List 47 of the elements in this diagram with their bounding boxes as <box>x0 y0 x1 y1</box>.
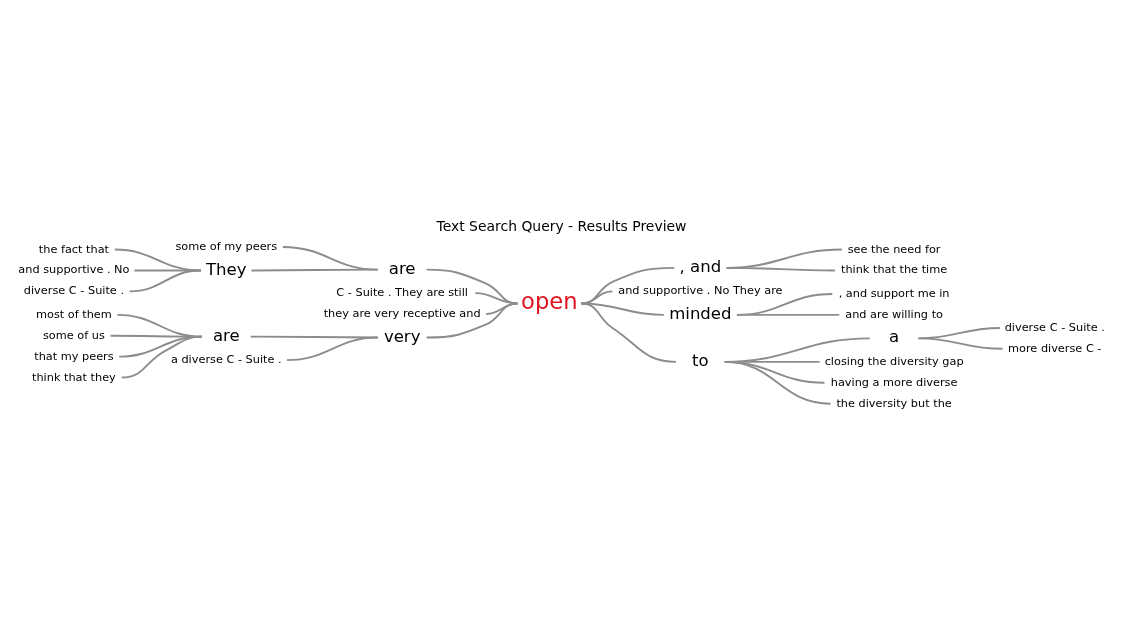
node-text: a <box>889 327 900 347</box>
node-text: open <box>521 288 578 315</box>
node-text: , and <box>679 256 722 276</box>
node-text: see the need for <box>847 242 941 256</box>
node-text: C - Suite . They are still <box>336 286 468 300</box>
connector <box>425 302 519 339</box>
node-text: the diversity but the <box>836 396 952 410</box>
node-text: and are willing to <box>845 307 943 321</box>
node-text: think that they <box>32 370 116 384</box>
connector <box>285 336 379 362</box>
connector <box>580 266 676 305</box>
connector <box>580 302 677 363</box>
node-text: and supportive . No <box>18 263 130 277</box>
node-text: having a more diverse <box>830 375 958 389</box>
node-text: minded <box>669 303 732 323</box>
node-text: very <box>383 326 421 346</box>
node-text: are <box>212 325 240 345</box>
node-text: most of them <box>35 307 112 321</box>
node-text: diverse C - Suite . <box>23 284 125 298</box>
connector <box>425 268 519 305</box>
connector <box>128 269 202 293</box>
node-text: are <box>388 258 416 278</box>
connector <box>736 313 841 316</box>
connector <box>249 335 379 339</box>
node-text: some of my peers <box>175 239 278 253</box>
node-text: , and support me in <box>838 286 950 300</box>
connector <box>113 248 202 272</box>
node-text: the fact that <box>38 242 110 256</box>
connector <box>917 337 1004 350</box>
connector <box>250 268 379 272</box>
connector <box>580 290 614 305</box>
node-text: They <box>206 259 247 279</box>
node-text: to <box>692 350 709 370</box>
node-text: they are very receptive and <box>323 306 481 320</box>
node-text: closing the diversity gap <box>824 354 964 368</box>
connector <box>474 292 519 305</box>
node-text: a diverse C - Suite . <box>170 353 282 367</box>
diagram-title: Text Search Query - Results Preview <box>436 218 687 235</box>
node-text: more diverse C - <box>1008 341 1102 355</box>
connector <box>725 266 836 272</box>
connector <box>723 360 832 405</box>
node-text: diverse C - Suite . <box>1004 320 1105 334</box>
connector <box>120 335 203 379</box>
node-text: think that the time <box>840 263 948 277</box>
node-text: that my peers <box>34 349 114 363</box>
node-text: some of us <box>42 328 105 342</box>
node-text: and supportive . No They are <box>618 284 783 298</box>
